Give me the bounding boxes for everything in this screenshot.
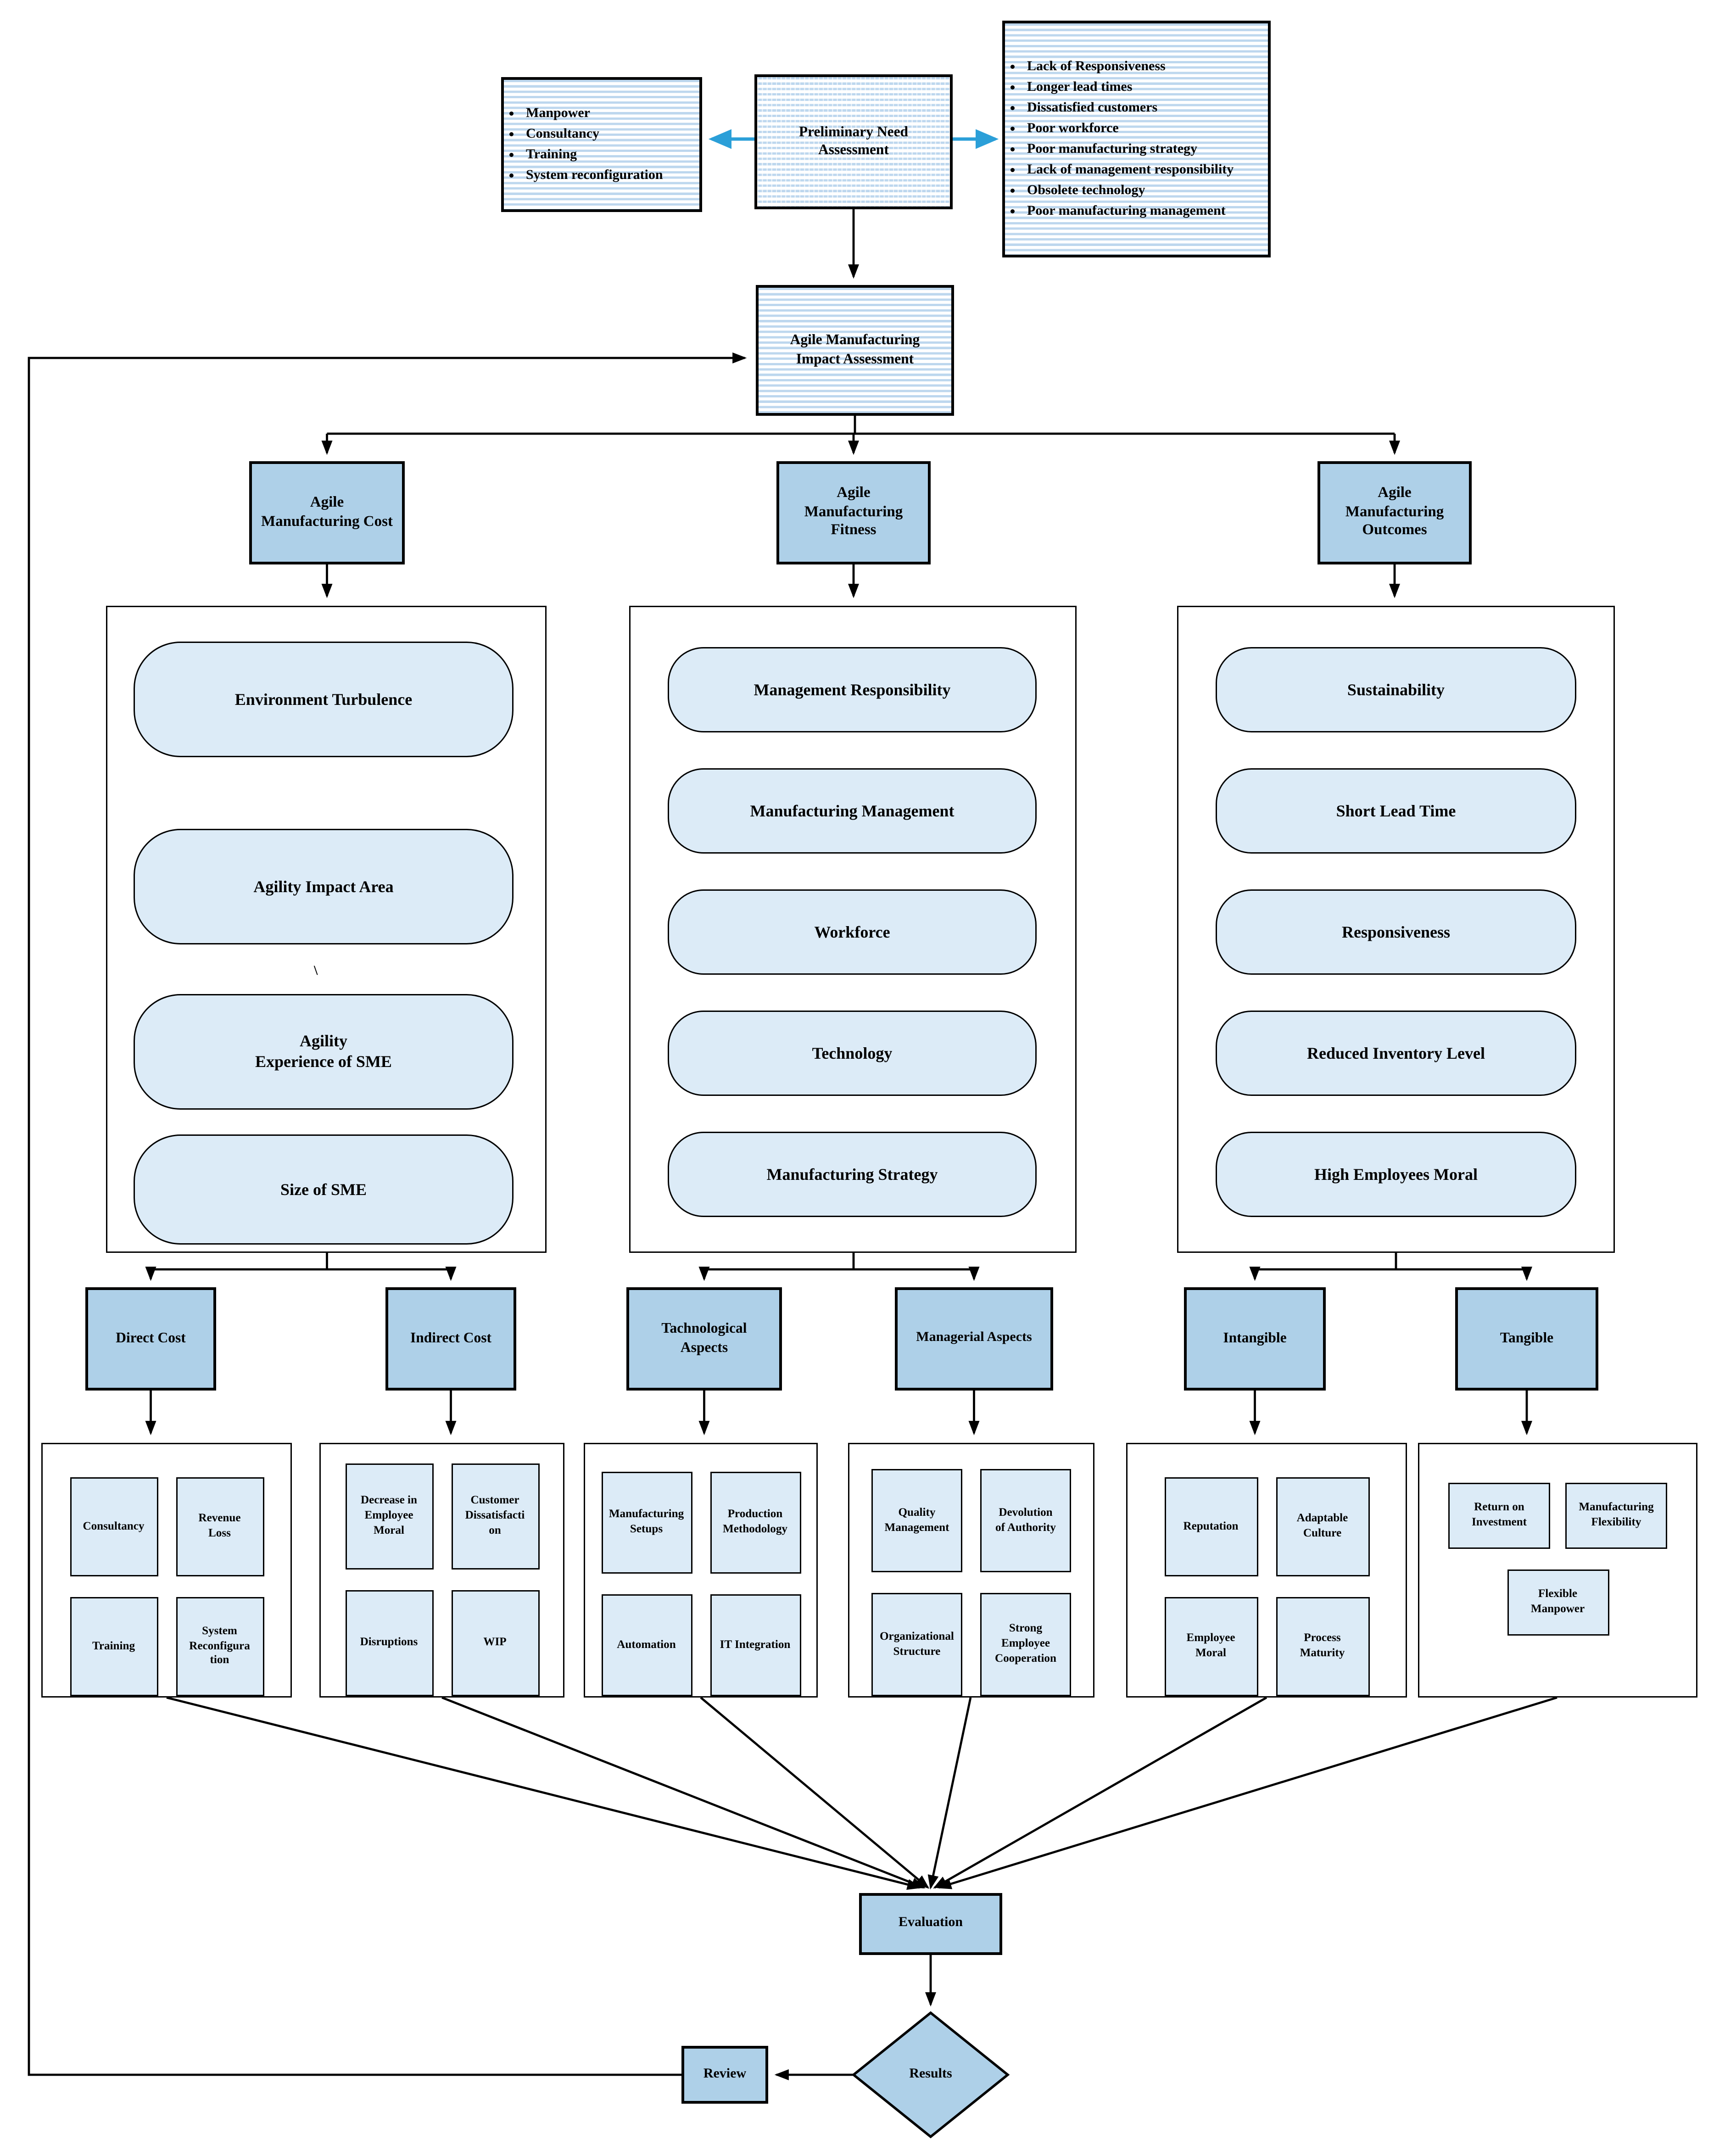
direct-cost-box: Direct Cost (85, 1287, 216, 1391)
top-arrows (708, 129, 999, 279)
detail-box: Decrease in Employee Moral (345, 1463, 433, 1570)
detail-box: Reputation (1164, 1477, 1258, 1576)
converge-arrows (166, 1696, 1558, 1890)
detail-box: Disruptions (345, 1590, 433, 1696)
detail-box: Return on Investment (1448, 1483, 1550, 1549)
problem-indicators-box: Lack of Responsiveness Longer lead times… (1002, 21, 1271, 257)
detail-box: Quality Management (871, 1469, 962, 1572)
review-box: Review (681, 2046, 768, 2104)
problem-item: Poor manufacturing management (1027, 201, 1262, 222)
indirect-cost-details: Decrease in Employee Moral Customer Diss… (319, 1443, 564, 1698)
input-item: Manpower (526, 103, 694, 124)
problem-item: Lack of Responsiveness (1027, 56, 1262, 77)
split-arrows (145, 1253, 1532, 1281)
factor-pill-reduced-inventory-level: Reduced Inventory Level (1216, 1011, 1576, 1096)
factor-pill-workforce: Workforce (668, 889, 1037, 975)
factor-pill-sustainability: Sustainability (1216, 647, 1576, 732)
factor-pill-agility-experience: Agility Experience of SME (134, 994, 514, 1110)
detail-box: Training (69, 1597, 158, 1696)
detail-box: Strong Employee Cooperation (980, 1593, 1071, 1696)
intangible-details: Reputation Adaptable Culture Employee Mo… (1126, 1443, 1407, 1698)
detail-box: Adaptable Culture (1275, 1477, 1369, 1576)
factor-pill-agility-impact-area: Agility Impact Area (134, 829, 514, 944)
technological-details: Manufacturing Setups Production Methodol… (584, 1443, 818, 1698)
factor-pill-responsiveness: Responsiveness (1216, 889, 1576, 975)
detail-box: IT Integration (709, 1594, 801, 1696)
tangible-details: Return on Investment Manufacturing Flexi… (1418, 1443, 1697, 1698)
detail-box: Devolution of Authority (980, 1469, 1071, 1572)
cost-header-box: Agile Manufacturing Cost (249, 461, 405, 564)
detail-box: Customer Dissatisfacti on (451, 1463, 539, 1570)
detail-box: Process Maturity (1275, 1597, 1369, 1696)
fitness-header-box: Agile Manufacturing Fitness (776, 461, 931, 564)
detail-box: WIP (451, 1590, 539, 1696)
problem-item: Poor manufacturing strategy (1027, 139, 1262, 160)
detail-box: Flexible Manpower (1507, 1570, 1609, 1636)
factor-pill-size-of-sme: Size of SME (134, 1134, 514, 1245)
problem-item: Longer lead times (1027, 77, 1262, 98)
factor-pill-management-responsibility: Management Responsibility (668, 647, 1037, 732)
detail-box: Production Methodology (709, 1472, 801, 1574)
factor-pill-high-employees-moral: High Employees Moral (1216, 1132, 1576, 1217)
results-diamond (851, 2011, 1010, 2139)
detail-box: Revenue Loss (175, 1477, 264, 1576)
preliminary-inputs-box: Manpower Consultancy Training System rec… (501, 77, 702, 212)
factor-pill-technology: Technology (668, 1011, 1037, 1096)
technological-aspects-box: Tachnological Aspects (626, 1287, 782, 1391)
detail-arrows (145, 1391, 1532, 1435)
detail-box: Automation (601, 1594, 692, 1696)
detail-box: Consultancy (69, 1477, 158, 1576)
factor-pill-manufacturing-management: Manufacturing Management (668, 768, 1037, 854)
input-item: System reconfiguration (526, 165, 694, 186)
detail-box: System Reconfigura tion (175, 1597, 264, 1696)
detail-box: Manufacturing Flexibility (1565, 1483, 1667, 1549)
detail-box: Employee Moral (1164, 1597, 1258, 1696)
indirect-cost-box: Indirect Cost (385, 1287, 516, 1391)
problem-item: Dissatisfied customers (1027, 98, 1262, 118)
tangible-box: Tangible (1455, 1287, 1598, 1391)
problem-item: Poor workforce (1027, 118, 1262, 139)
problem-item: Lack of management responsibility (1027, 160, 1262, 180)
input-item: Consultancy (526, 124, 694, 145)
factor-pill-short-lead-time: Short Lead Time (1216, 768, 1576, 854)
stray-mark: \ (314, 964, 318, 979)
impact-assessment-box: Agile Manufacturing Impact Assessment (756, 285, 954, 416)
input-item: Training (526, 145, 694, 165)
bottom-arrows (774, 1955, 1010, 2139)
detail-box: Organizational Structure (871, 1593, 962, 1696)
branch-arrows (321, 416, 1400, 598)
managerial-details: Quality Management Devolution of Authori… (848, 1443, 1094, 1698)
problem-item: Obsolete technology (1027, 180, 1262, 201)
intangible-box: Intangible (1184, 1287, 1326, 1391)
preliminary-need-assessment-box: Preliminary Need Assessment (754, 74, 953, 209)
direct-cost-details: Consultancy Revenue Loss Training System… (41, 1443, 292, 1698)
results-diamond-label: Results (909, 2066, 952, 2082)
outcomes-header-box: Agile Manufacturing Outcomes (1317, 461, 1472, 564)
managerial-aspects-box: Managerial Aspects (895, 1287, 1053, 1391)
factor-pill-environment-turbulence: Environment Turbulence (134, 642, 514, 757)
factor-pill-manufacturing-strategy: Manufacturing Strategy (668, 1132, 1037, 1217)
detail-box: Manufacturing Setups (601, 1472, 692, 1574)
evaluation-box: Evaluation (859, 1893, 1002, 1955)
feedback-arrow (28, 352, 747, 2076)
